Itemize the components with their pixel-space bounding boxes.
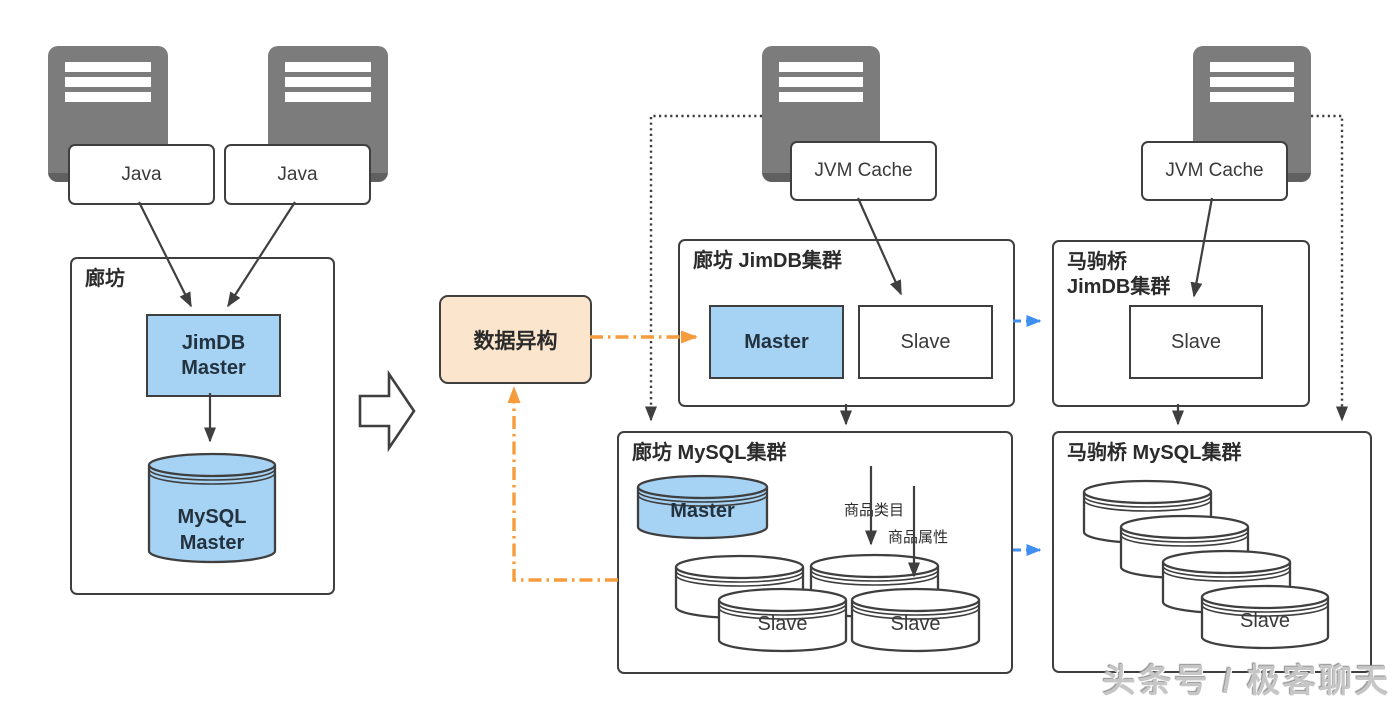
dashdot-mysql-to-transform <box>507 386 618 582</box>
langfang-jimdb-cluster: 廊坊 JimDB集群 Master Slave <box>678 239 1015 407</box>
jimdb-master-node: JimDB Master <box>146 314 281 397</box>
java-app-label: Java <box>68 144 215 205</box>
database-cylinder-icon <box>717 587 848 653</box>
jvm-cache-text: JVM Cache <box>814 160 913 181</box>
jimdb-slave-node: Slave <box>858 305 993 379</box>
mysql-master-database-cylinder: MySQL Master <box>147 452 277 564</box>
database-cylinder-icon <box>1200 584 1330 650</box>
cylinder-label: MySQL Master <box>177 506 247 554</box>
mysql-slave-database-cylinder: Slave <box>1200 584 1330 650</box>
mysql-slave-database-cylinder: Slave <box>717 587 848 653</box>
java-app-text: Java <box>277 163 318 185</box>
mysql-master-database-cylinder: Master <box>636 474 769 540</box>
dotted-line-server-to-majuqiao-mysql <box>1311 114 1348 422</box>
watermark-text: 头条号 / 极客聊天 <box>1102 662 1391 699</box>
java-app-text: Java <box>121 163 162 185</box>
cluster-title: 廊坊 <box>85 268 125 290</box>
cylinder-label: Slave <box>757 613 808 635</box>
database-cylinder-icon <box>850 587 981 653</box>
note-product-attribute: 商品属性 <box>886 526 951 547</box>
langfang-source-cluster: 廊坊 JimDB Master MySQL Master <box>70 257 335 595</box>
cluster-title: 廊坊 JimDB集群 <box>693 250 842 272</box>
cluster-title: 马驹桥 MySQL集群 <box>1067 442 1242 464</box>
cylinder-label: Slave <box>1239 610 1291 632</box>
jimdb-master-node: Master <box>709 305 844 379</box>
jimdb-slave-node: Slave <box>1129 305 1263 379</box>
cluster-title: 廊坊 MySQL集群 <box>632 442 787 464</box>
jvm-cache-label: JVM Cache <box>790 141 937 201</box>
cylinder-label: Slave <box>890 613 941 635</box>
note-product-category: 商品类目 <box>842 499 907 520</box>
data-transform-box: 数据异构 <box>439 295 592 384</box>
data-transform-label: 数据异构 <box>473 329 558 353</box>
majuqiao-jimdb-cluster: 马驹桥 JimDB集群 Slave <box>1052 240 1310 407</box>
database-cylinder-icon <box>147 452 277 564</box>
jvm-cache-label: JVM Cache <box>1141 141 1288 201</box>
database-cylinder-icon <box>636 474 769 540</box>
java-app-label: Java <box>224 144 371 205</box>
cylinder-label: Master <box>670 500 735 522</box>
cluster-title: 马驹桥 JimDB集群 <box>1067 251 1171 298</box>
majuqiao-mysql-cluster: 马驹桥 MySQL集群 Sl <box>1052 431 1372 673</box>
jvm-cache-text: JVM Cache <box>1165 160 1264 181</box>
langfang-mysql-cluster: 廊坊 MySQL集群 Master <box>617 431 1013 674</box>
mysql-slave-database-cylinder: Slave <box>850 587 981 653</box>
block-arrow-right-icon <box>358 369 416 453</box>
